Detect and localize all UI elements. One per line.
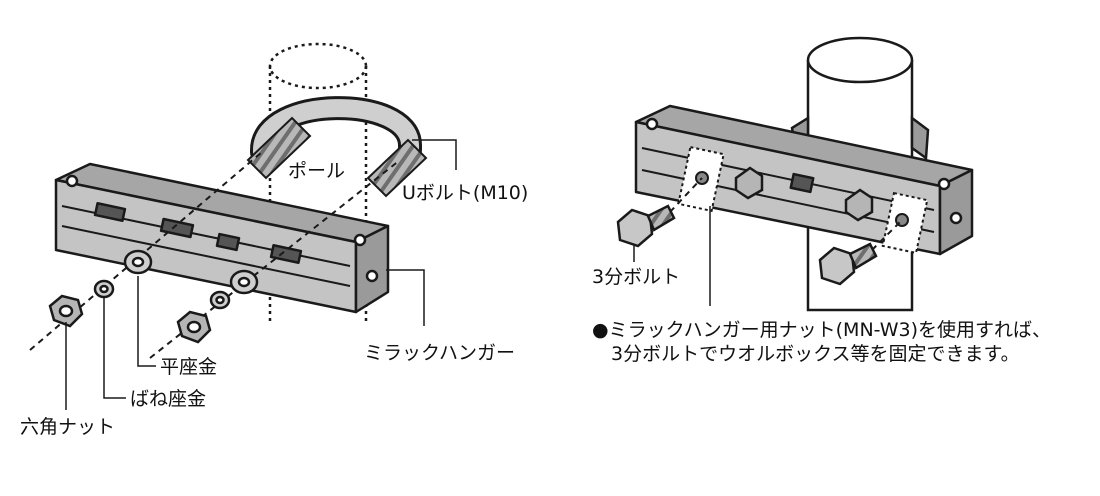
washer-lower — [229, 269, 259, 295]
u-bolt — [246, 96, 428, 198]
leader-lines-right — [633, 206, 711, 306]
assembly-axes-right — [669, 177, 903, 251]
washer-upper — [123, 249, 153, 275]
label-spring-washer: ばね座金 — [130, 388, 207, 410]
usage-note: ●ミラックハンガー用ナット(MN-W3)を使用すれば、 3分ボルトでウオルボック… — [592, 318, 1051, 366]
label-hex-nut: 六角ナット — [20, 416, 116, 438]
assembly-axes-left — [29, 151, 401, 359]
label-mirack-hanger: ミラックハンガー — [364, 342, 516, 364]
note-line-2: 3分ボルトでウオルボックス等を固定できます。 — [611, 343, 1020, 365]
left-figure — [29, 42, 457, 410]
note-bullet: ● — [592, 319, 609, 341]
right-figure — [616, 36, 974, 312]
loose-bolt-upper — [616, 204, 676, 248]
spring-washer-upper — [93, 279, 115, 299]
spring-washer-lower — [209, 290, 231, 310]
label-flat-washer: 平座金 — [160, 356, 218, 378]
hex-nut-upper — [48, 294, 84, 328]
loose-bolt-lower — [818, 242, 878, 286]
leader-lines-left — [65, 139, 457, 410]
label-3bu-bolt: 3分ボルト — [592, 266, 681, 288]
installed-bolts — [734, 166, 874, 222]
label-pole: ポール — [288, 160, 346, 182]
hex-nut-lower — [176, 310, 212, 344]
label-u-bolt: Uボルト(M10) — [402, 182, 529, 204]
note-line-1: ミラックハンガー用ナット(MN-W3)を使用すれば、 — [608, 319, 1052, 341]
mirack-hanger-left — [54, 162, 390, 314]
